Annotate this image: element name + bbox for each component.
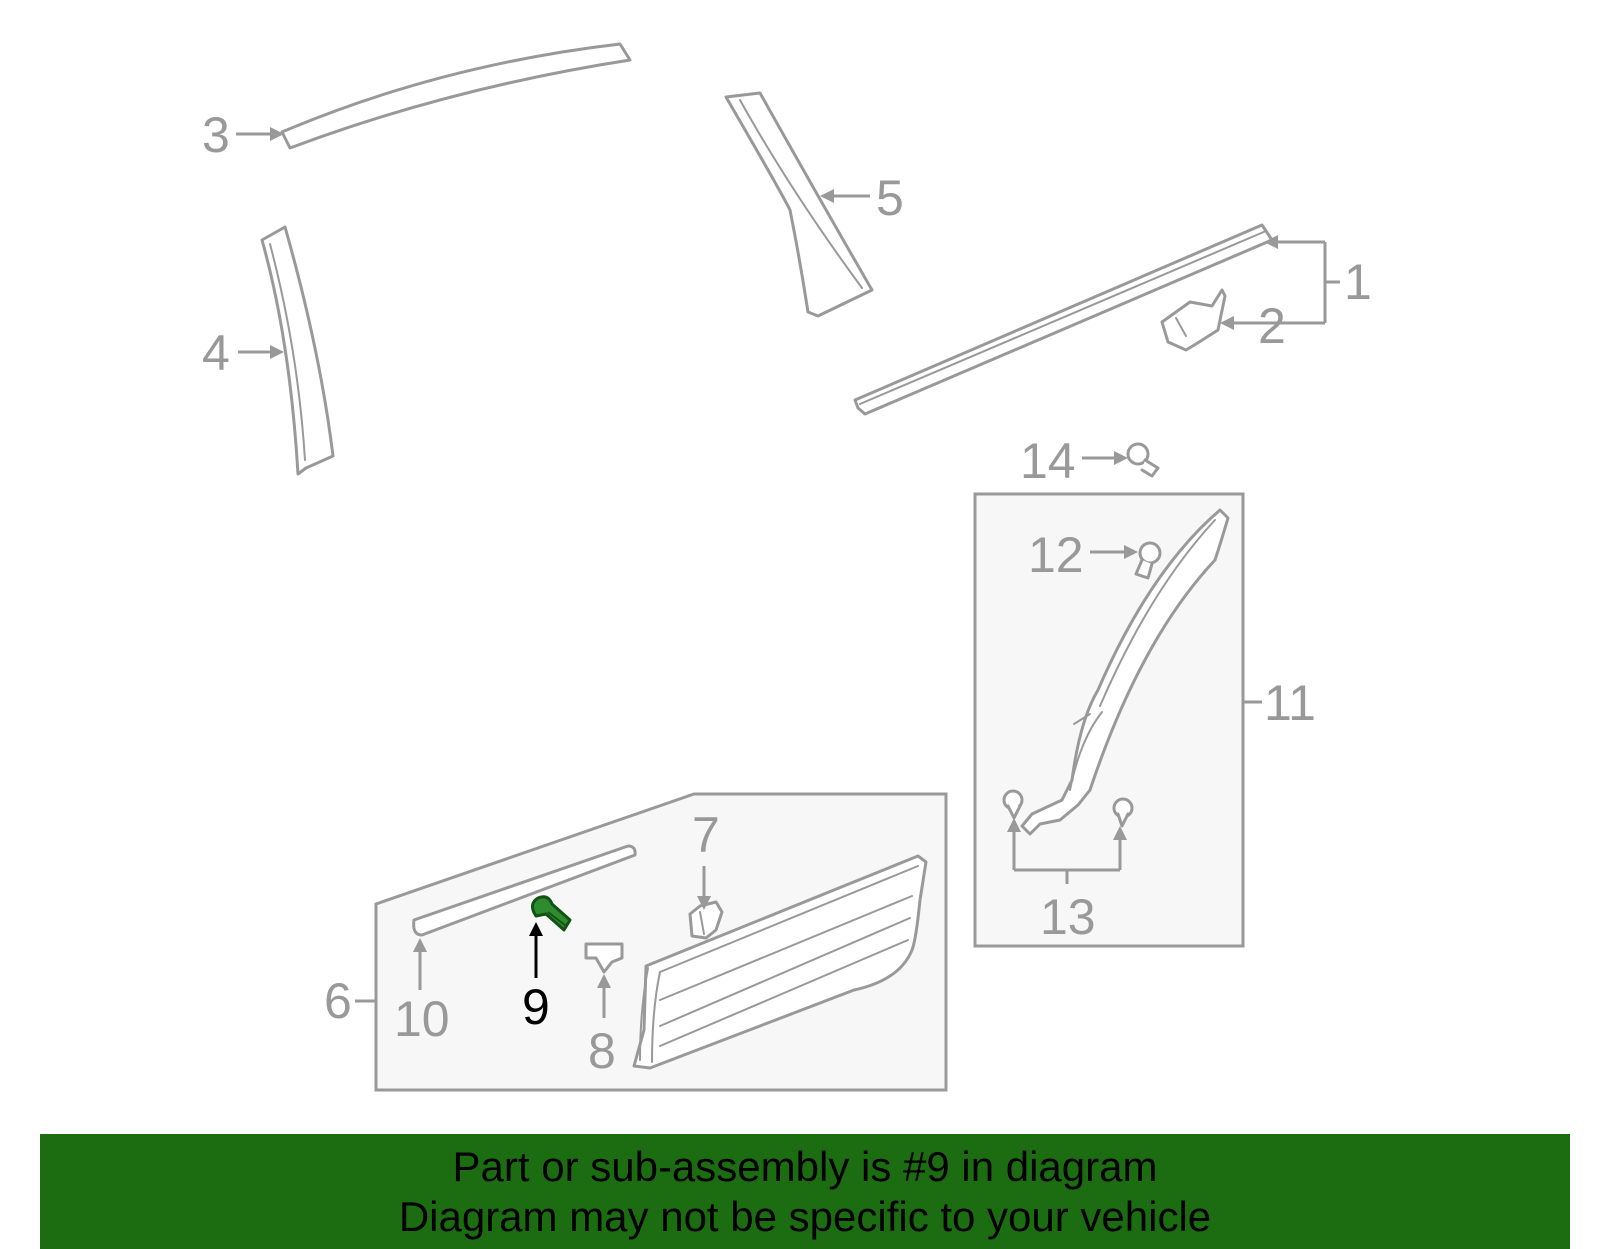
callout-5: 5 bbox=[876, 170, 904, 226]
part-4-pillar-garnish[interactable] bbox=[260, 225, 335, 476]
callout-13: 13 bbox=[1040, 889, 1096, 945]
part-12-clip[interactable] bbox=[1134, 541, 1162, 580]
leader-lines bbox=[236, 127, 1340, 1018]
part-11-pillar-garnish[interactable] bbox=[1020, 508, 1230, 836]
part-9-highlighted-bolt[interactable] bbox=[531, 895, 572, 932]
banner-line-1: Part or sub-assembly is #9 in diagram bbox=[452, 1143, 1158, 1190]
callout-8: 8 bbox=[588, 1023, 616, 1079]
banner-line-2: Diagram may not be specific to your vehi… bbox=[398, 1193, 1212, 1240]
subassembly-box-6 bbox=[374, 792, 948, 1092]
callout-10: 10 bbox=[394, 991, 450, 1047]
callout-2: 2 bbox=[1258, 298, 1286, 354]
callout-6: 6 bbox=[324, 973, 352, 1029]
part-5-b-pillar-garnish[interactable] bbox=[724, 91, 874, 318]
callout-12: 12 bbox=[1028, 527, 1084, 583]
part-1-side-molding[interactable] bbox=[853, 223, 1274, 416]
part-3-roof-molding[interactable] bbox=[280, 42, 632, 150]
callout-3: 3 bbox=[202, 107, 230, 163]
part-10-molding-strip[interactable] bbox=[412, 844, 637, 937]
part-2-bracket[interactable] bbox=[1160, 288, 1227, 352]
callout-14: 14 bbox=[1020, 433, 1076, 489]
part-6-door-panel[interactable] bbox=[632, 854, 928, 1070]
part-8-clip[interactable] bbox=[584, 942, 624, 974]
info-banner: Part or sub-assembly is #9 in diagram Di… bbox=[40, 1134, 1570, 1249]
callout-9-highlighted: 9 bbox=[522, 979, 550, 1035]
callout-1: 1 bbox=[1344, 254, 1372, 310]
leader-9-highlighted bbox=[529, 922, 543, 978]
callout-11: 11 bbox=[1264, 675, 1316, 731]
callout-7: 7 bbox=[692, 807, 720, 863]
callout-4: 4 bbox=[202, 325, 230, 381]
part-14-clip[interactable] bbox=[1126, 442, 1160, 478]
